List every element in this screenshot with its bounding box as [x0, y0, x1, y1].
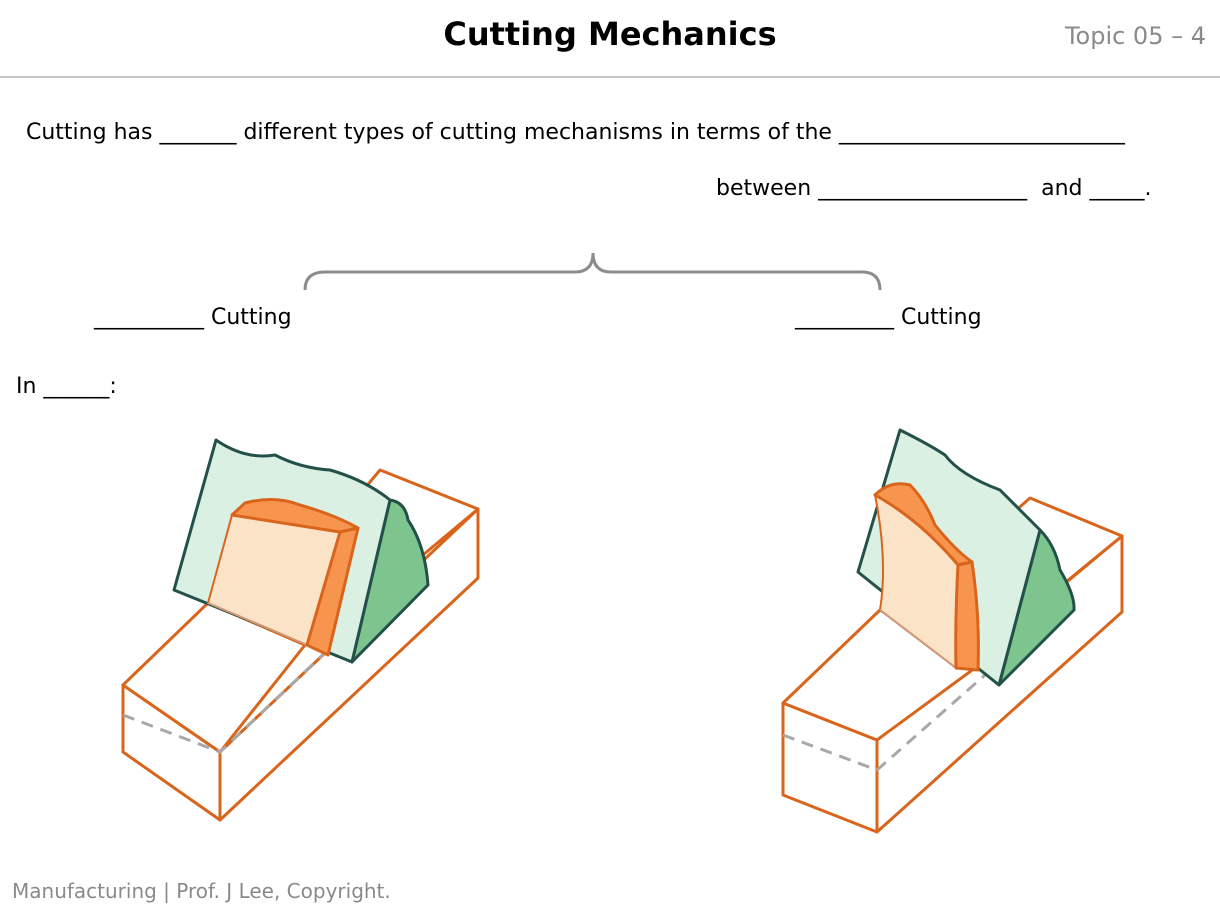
right-cutting-diagram [781, 428, 1124, 834]
footer-copyright: Manufacturing | Prof. J Lee, Copyright. [12, 879, 391, 903]
in-label: In ______: [16, 374, 117, 399]
left-cutting-diagram [121, 438, 480, 822]
question-line-1: Cutting has _______ different types of c… [26, 120, 1125, 145]
left-hidden-edge [122, 646, 332, 754]
left-cutting-label: __________ Cutting [94, 305, 292, 330]
left-chip-top [230, 498, 360, 534]
page-title: Cutting Mechanics [443, 15, 777, 53]
right-cutting-label: _________ Cutting [795, 305, 982, 330]
topic-number: Topic 05 – 4 [1064, 22, 1206, 50]
left-chip-side [305, 526, 360, 657]
question-line-2: between ___________________ and _____. [716, 176, 1152, 201]
right-chip-side [954, 560, 980, 672]
right-hidden-edge [782, 673, 986, 772]
left-tool-side [350, 498, 430, 664]
curly-brace [303, 252, 882, 291]
right-tool-side [997, 528, 1076, 687]
header-divider [0, 76, 1220, 78]
right-chip-top [873, 482, 974, 567]
